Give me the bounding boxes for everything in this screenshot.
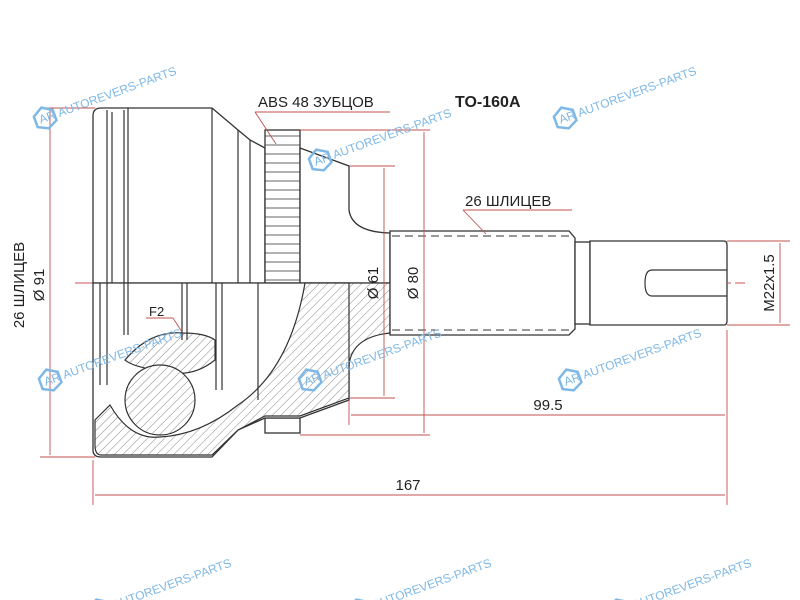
- dim-total-length: 167: [395, 477, 420, 494]
- dimension-lines: [40, 107, 790, 505]
- watermark-logo-text: AR: [312, 150, 333, 169]
- dim-d91: Ø 91: [31, 269, 48, 302]
- outer-housing: [92, 107, 266, 284]
- watermark-logo-text: AR: [37, 108, 58, 127]
- f2-label: F2: [149, 304, 164, 319]
- dim-thread: M22x1.5: [761, 254, 778, 312]
- watermark-text: AUTOREVERS-PARTS: [331, 106, 454, 162]
- watermark-logo-text: AR: [557, 108, 578, 127]
- watermark-text: AUTOREVERS-PARTS: [576, 64, 699, 120]
- section-view: [92, 282, 391, 458]
- watermark-logo-icon: [37, 368, 63, 392]
- shaft: [389, 230, 728, 336]
- part-number: TO-160A: [455, 94, 521, 111]
- watermark-logo-text: AR: [42, 370, 63, 389]
- watermark-logo-icon: [607, 598, 633, 600]
- abs-label: ABS 48 ЗУБЦОВ: [258, 94, 374, 111]
- housing-splines-label: 26 ШЛИЦЕВ: [11, 242, 28, 328]
- shaft-splines-label: 26 ШЛИЦЕВ: [465, 193, 551, 210]
- watermark-logo-icon: [557, 368, 583, 392]
- watermark-logo-icon: [307, 148, 333, 172]
- watermark-text: AUTOREVERS-PARTS: [111, 556, 234, 600]
- watermark-text: AUTOREVERS-PARTS: [631, 556, 754, 600]
- watermark-logo-text: AR: [562, 370, 583, 389]
- watermark-text: AUTOREVERS-PARTS: [581, 326, 704, 382]
- watermark-logo-icon: [297, 368, 323, 392]
- watermark-logo-icon: [347, 598, 373, 600]
- watermark-logo-icon: [87, 598, 113, 600]
- dim-shaft-length: 99.5: [533, 397, 562, 414]
- watermark-logo-icon: [552, 106, 578, 130]
- watermark-logo-text: AR: [302, 370, 323, 389]
- dim-d80: Ø 80: [405, 267, 422, 300]
- dim-d61: Ø 61: [365, 267, 382, 300]
- watermark-text: AUTOREVERS-PARTS: [371, 556, 494, 600]
- watermark-logo-icon: [32, 106, 58, 130]
